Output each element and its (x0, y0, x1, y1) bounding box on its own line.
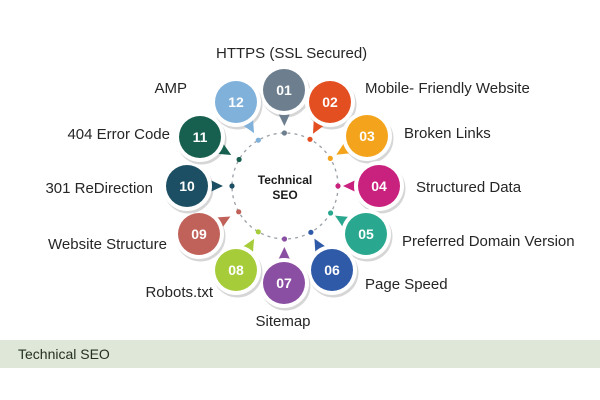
caption-bar: Technical SEO (0, 340, 600, 368)
badge-circle (309, 81, 351, 123)
badge-number: 09 (191, 226, 207, 242)
connector-dot (307, 136, 313, 142)
node-label: Broken Links (404, 125, 491, 142)
node-label: 301 ReDirection (45, 180, 153, 197)
node-label: Preferred Domain Version (402, 233, 575, 250)
connector-dot (281, 236, 288, 242)
connector-dot (255, 229, 261, 235)
node-label: Structured Data (416, 179, 522, 196)
node-label: Mobile- Friendly Website (365, 80, 530, 97)
badge-circle (263, 69, 305, 111)
node-label: Sitemap (255, 313, 310, 330)
badge-circle (166, 165, 208, 207)
badge-number: 12 (228, 94, 244, 110)
node-04: 04 Structured Data (335, 161, 522, 214)
badge-number: 03 (359, 128, 375, 144)
badge-number: 05 (358, 226, 374, 242)
badge-number: 01 (276, 82, 292, 98)
badge-number: 08 (228, 262, 244, 278)
node-10: 10 301 ReDirection (45, 161, 235, 214)
connector-dot (328, 210, 334, 216)
badge-circle (311, 249, 353, 291)
hub-title-line2: SEO (272, 188, 297, 202)
node-label: 404 Error Code (67, 126, 170, 143)
connector-dot (308, 229, 314, 235)
node-05: 05 Preferred Domain Version (328, 209, 575, 262)
node-02: 02 Mobile- Friendly Website (305, 77, 530, 142)
connector-dot (236, 156, 242, 163)
badge-circle (263, 262, 305, 304)
badge-number: 10 (179, 178, 195, 194)
hub-title-line1: Technical (258, 173, 312, 187)
node-label: HTTPS (SSL Secured) (216, 45, 367, 62)
badge-circle (346, 115, 388, 157)
connector-dot (229, 183, 235, 189)
connector-dot (255, 137, 261, 143)
node-label: Robots.txt (145, 284, 213, 301)
connector-dot (335, 183, 341, 189)
nodes-layer: 01 HTTPS (SSL Secured) 02 Mobile- Friendly … (45, 45, 574, 330)
badge-number: 06 (324, 262, 340, 278)
badge-circle (215, 81, 257, 123)
node-11: 11 404 Error Code (67, 112, 242, 165)
node-label: Website Structure (48, 236, 167, 253)
connector-dot (281, 130, 287, 136)
node-label: Page Speed (365, 276, 448, 293)
technical-seo-diagram: Technical SEO 01 HTTPS (SSL Secured) 02 Mob… (45, 45, 574, 330)
badge-circle (345, 213, 387, 255)
badge-circle (178, 213, 220, 255)
node-12: 12 AMP (154, 77, 263, 143)
badge-circle (358, 165, 400, 207)
hub-circle (244, 145, 326, 227)
badge-number: 02 (322, 94, 338, 110)
node-label: AMP (154, 80, 187, 97)
badge-circle (179, 116, 221, 158)
node-01: 01 HTTPS (SSL Secured) (216, 45, 367, 136)
caption-text: Technical SEO (18, 346, 110, 362)
connector-dot (327, 155, 333, 161)
badge-number: 11 (193, 129, 208, 145)
badge-circle (215, 249, 257, 291)
badge-number: 04 (371, 178, 387, 194)
node-03: 03 Broken Links (327, 111, 491, 164)
badge-number: 07 (276, 275, 292, 291)
connector-dot (236, 209, 242, 215)
